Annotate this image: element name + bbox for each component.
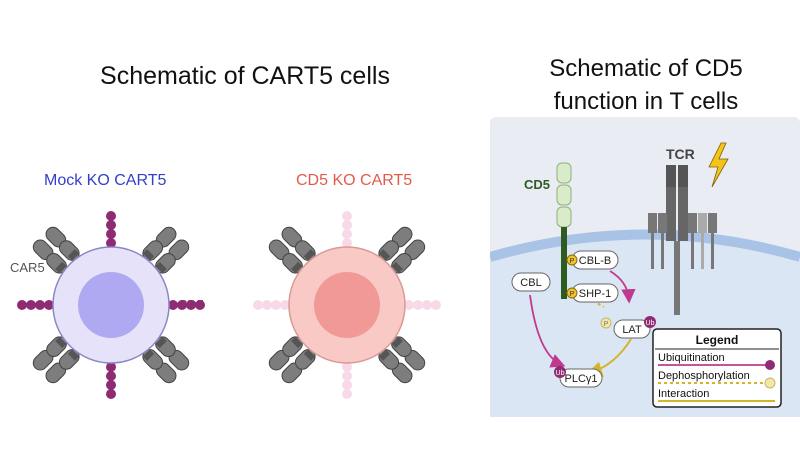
svg-text:SHP-1: SHP-1 — [579, 288, 611, 300]
legend-item-interaction: Interaction — [658, 388, 709, 400]
right-title-line1: Schematic of CD5 — [549, 55, 743, 82]
tcr-label: TCR — [666, 146, 695, 162]
tcr-complex — [648, 165, 717, 315]
plcg1-node: PLCγ1 — [559, 368, 603, 388]
cd5-ko-cart5-label: CD5 KO CART5 — [296, 172, 413, 189]
activation-signal-icon — [708, 142, 729, 188]
cd5-ko-cell — [253, 211, 441, 399]
svg-text:P: P — [570, 258, 575, 265]
right-panel-title: Schematic of CD5 function in T cells — [492, 52, 800, 118]
ub-badge-plcg1: Ub — [554, 366, 566, 378]
phospho-badge-lat: P — [600, 317, 612, 329]
svg-text:P: P — [604, 321, 609, 328]
svg-text:CBL-B: CBL-B — [579, 255, 611, 267]
arrow-cblb-lat — [609, 270, 636, 304]
arrow-cbl-plcg1 — [529, 294, 566, 368]
svg-text:P: P — [570, 291, 575, 298]
svg-text:LAT: LAT — [622, 324, 642, 336]
svg-text:PLCγ1: PLCγ1 — [564, 373, 597, 385]
cd5-function-diagram: CD5 TCR CBL-B CBL — [490, 117, 800, 417]
phospho-badge-cblb: P — [566, 254, 578, 266]
cd5-receptor — [556, 162, 572, 299]
right-title-line2: function in T cells — [553, 88, 739, 115]
legend-title: Legend — [696, 333, 739, 347]
cell-membrane — [490, 229, 800, 262]
svg-text:Ub: Ub — [556, 370, 565, 377]
cbl-node: CBL — [511, 272, 551, 292]
mock-ko-cell — [17, 211, 205, 399]
lat-node: LAT — [613, 319, 651, 339]
ub-badge-lat: Ub — [644, 316, 656, 328]
legend: Legend Ubiquitination Dephosphorylation … — [652, 328, 782, 408]
legend-item-dephosphorylation: Dephosphorylation — [658, 370, 750, 382]
legend-item-ubiquitination: Ubiquitination — [658, 352, 725, 364]
shp1-node: SHP-1 — [571, 283, 619, 303]
cd5-label-right: CD5 — [524, 177, 550, 192]
phospho-badge-shp1: P — [566, 287, 578, 299]
mock-ko-cart5-label: Mock KO CART5 — [44, 172, 167, 189]
car5-label: CAR5 — [10, 260, 45, 275]
svg-text:Ub: Ub — [646, 320, 655, 327]
left-panel-title: Schematic of CART5 cells — [100, 62, 390, 90]
cblb-node: CBL-B — [571, 250, 619, 270]
svg-text:CBL: CBL — [520, 277, 541, 289]
